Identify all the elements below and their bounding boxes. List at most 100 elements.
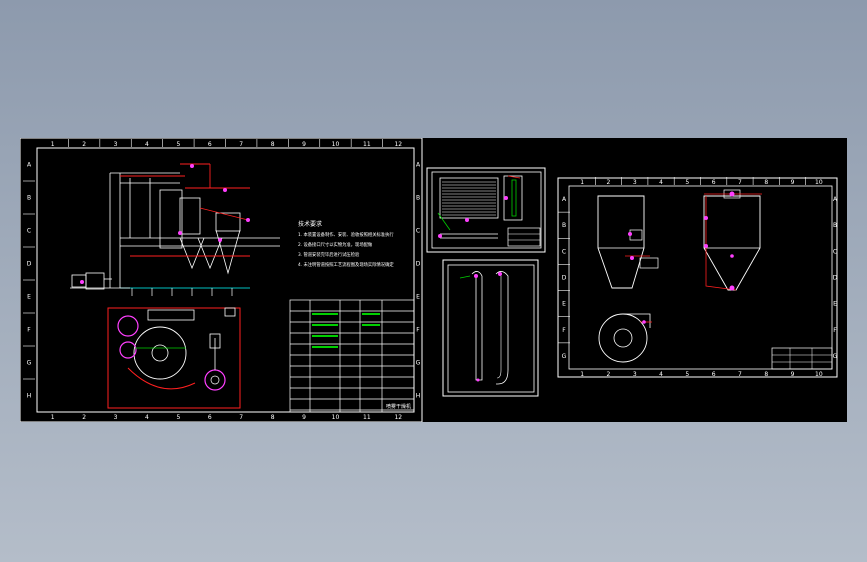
row-letter: B [27, 195, 31, 202]
column-number: 1 [580, 179, 584, 186]
column-number: 9 [302, 141, 306, 148]
column-number: 7 [239, 414, 243, 421]
row-letter: C [562, 248, 566, 255]
sheet-2-component [426, 167, 546, 253]
row-letter: B [416, 195, 420, 202]
row-letter: A [562, 196, 567, 203]
column-number: 7 [738, 179, 742, 186]
column-number: 10 [815, 371, 823, 378]
sheet-4-outer-border [557, 177, 838, 378]
row-letter: G [27, 360, 32, 367]
column-number: 6 [208, 414, 212, 421]
column-number: 8 [764, 179, 768, 186]
column-number: 5 [176, 141, 180, 148]
row-letter: E [833, 301, 837, 308]
column-number: 7 [738, 371, 742, 378]
column-number: 5 [685, 179, 689, 186]
dryer-elevation-highlights [120, 163, 250, 257]
column-number: 10 [332, 414, 340, 421]
row-letter: B [562, 222, 566, 229]
row-letter: C [27, 228, 31, 235]
row-letter: D [27, 261, 32, 268]
column-number: 2 [607, 179, 611, 186]
column-number: 8 [764, 371, 768, 378]
sheet-2-inner-border [431, 171, 542, 249]
note-1: 1. 本装置设备制作、安装、验收按照相关标准执行 [298, 231, 394, 238]
title-block-name: 喷雾干燥机 [386, 403, 411, 410]
column-number: 1 [51, 141, 55, 148]
column-number: 8 [271, 141, 275, 148]
row-letter: G [416, 360, 421, 367]
row-letter: H [27, 393, 32, 400]
column-number: 11 [363, 141, 371, 148]
dryer-elevation-callouts [131, 288, 233, 296]
note-3: 3. 管道安装完毕后进行试压检验 [298, 251, 360, 258]
sheet-2-outer-border [426, 167, 546, 253]
column-number: 1 [51, 414, 55, 421]
column-number: 2 [82, 414, 86, 421]
row-letter: G [562, 353, 567, 360]
column-number: 6 [208, 141, 212, 148]
sheet-3-outer-border [442, 259, 539, 397]
row-letter: B [833, 222, 837, 229]
title-block-green-fill [312, 313, 380, 348]
column-number: 7 [239, 141, 243, 148]
sheet-4-inner-border [568, 185, 833, 370]
notes-title: 技术要求 [298, 220, 322, 228]
column-number: 6 [712, 371, 716, 378]
sheet-3-pipe [442, 259, 539, 397]
column-number: 3 [114, 414, 118, 421]
column-number: 4 [659, 371, 663, 378]
row-letter: E [562, 301, 566, 308]
row-letter: A [416, 162, 421, 169]
column-number: 9 [302, 414, 306, 421]
row-letter: F [27, 327, 31, 334]
row-letter: F [416, 327, 420, 334]
column-number: 10 [815, 179, 823, 186]
column-number: 11 [363, 414, 371, 421]
column-number: 9 [791, 179, 795, 186]
row-letter: G [833, 353, 838, 360]
row-letter: D [562, 275, 567, 282]
note-2: 2. 设备接口尺寸以实物为准，现场配做 [298, 241, 373, 248]
row-letter: A [833, 196, 838, 203]
row-letter: E [416, 294, 420, 301]
dryer-plan-view [107, 307, 241, 409]
column-number: 10 [332, 141, 340, 148]
column-number: 2 [82, 141, 86, 148]
sheet-4-row-ruler: A A B B C C D D E E F F G G [558, 196, 838, 360]
column-number: 3 [633, 179, 637, 186]
column-number: 5 [685, 371, 689, 378]
column-number: 8 [271, 414, 275, 421]
row-letter: E [27, 294, 31, 301]
dryer-elevation-view [70, 172, 280, 290]
column-number: 3 [114, 141, 118, 148]
column-number: 6 [712, 179, 716, 186]
sheet-1-inner-border [36, 147, 415, 413]
row-letter: H [416, 393, 421, 400]
note-4: 4. 未注明管道按照工艺流程图及现场实际情况确定 [298, 261, 394, 268]
title-block [289, 299, 415, 413]
column-number: 12 [394, 141, 402, 148]
column-number: 12 [394, 414, 402, 421]
row-letter: D [833, 275, 838, 282]
column-number: 4 [145, 141, 149, 148]
sheet-1-outer-border [20, 138, 423, 422]
row-letter: F [562, 327, 566, 334]
column-number: 1 [580, 371, 584, 378]
row-letter: F [833, 327, 837, 334]
column-number: 4 [145, 414, 149, 421]
column-number: 2 [607, 371, 611, 378]
row-letter: A [27, 162, 32, 169]
sheet-3-inner-border [447, 264, 535, 393]
dryer-elevation-markers [80, 164, 250, 284]
row-letter: D [416, 261, 421, 268]
row-letter: C [833, 248, 837, 255]
